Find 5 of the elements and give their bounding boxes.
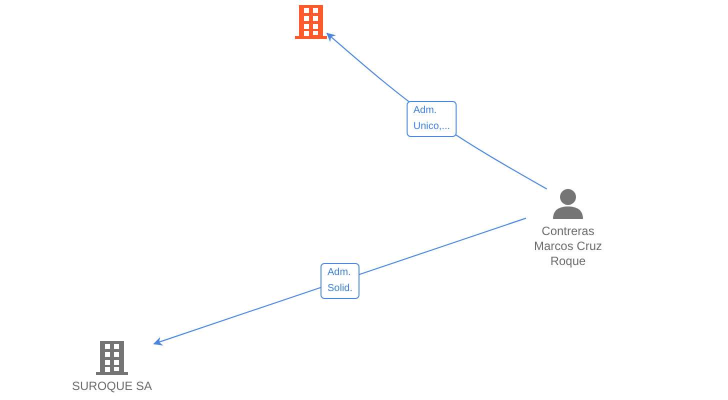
edge-label: Adm. Solid.: [320, 263, 360, 299]
company-name: SUROQUE SA: [72, 379, 152, 394]
person-name: Contreras Marcos Cruz Roque: [532, 224, 603, 269]
arrow: [153, 218, 526, 346]
edge-label: Adm. Unico,...: [406, 100, 458, 136]
